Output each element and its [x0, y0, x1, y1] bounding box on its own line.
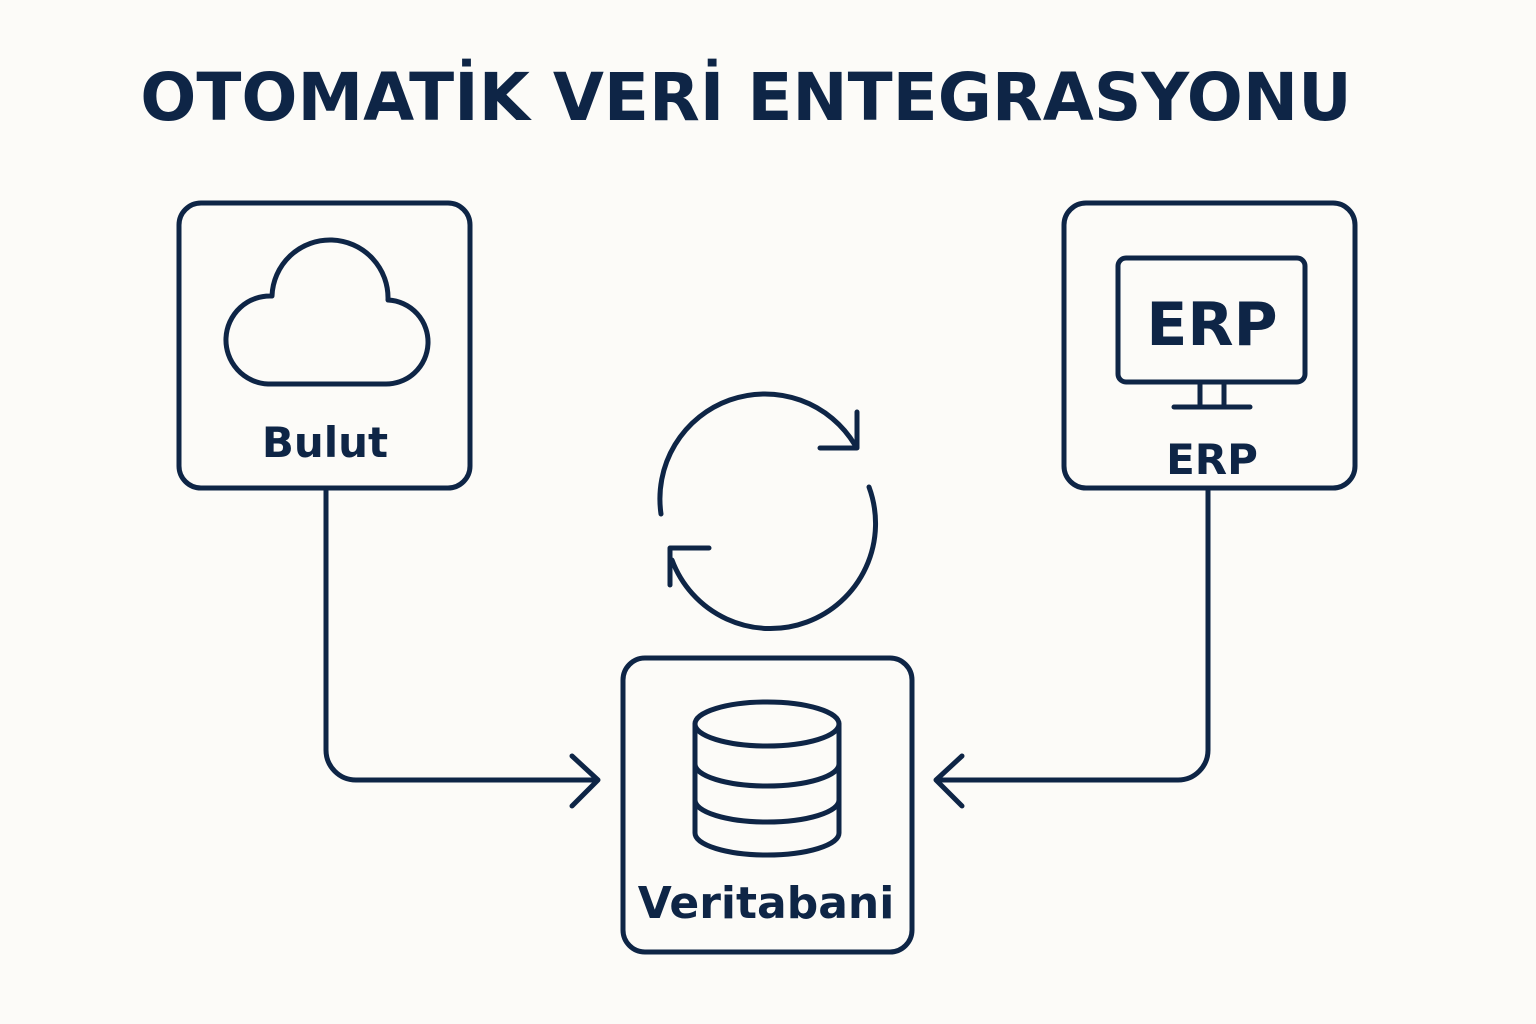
database-label: Veritabani [638, 878, 895, 929]
erp-to-database-arrow [933, 487, 1211, 809]
page-title: OTOMATİK VERİ ENTEGRASYONU [140, 59, 1352, 136]
database-icon [692, 699, 842, 858]
cloud-node: Bulut [176, 200, 473, 491]
cloud-label: Bulut [262, 418, 388, 467]
erp-screen-text: ERP [1146, 290, 1277, 360]
erp-node: ERP ERP [1061, 200, 1358, 491]
sync-icon [657, 391, 878, 632]
database-node-box [620, 655, 915, 955]
erp-label: ERP [1166, 435, 1258, 484]
monitor-icon [1115, 255, 1308, 410]
cloud-to-database-arrow [323, 487, 601, 809]
database-node: Veritabani [620, 655, 915, 955]
cloud-icon [223, 237, 431, 387]
